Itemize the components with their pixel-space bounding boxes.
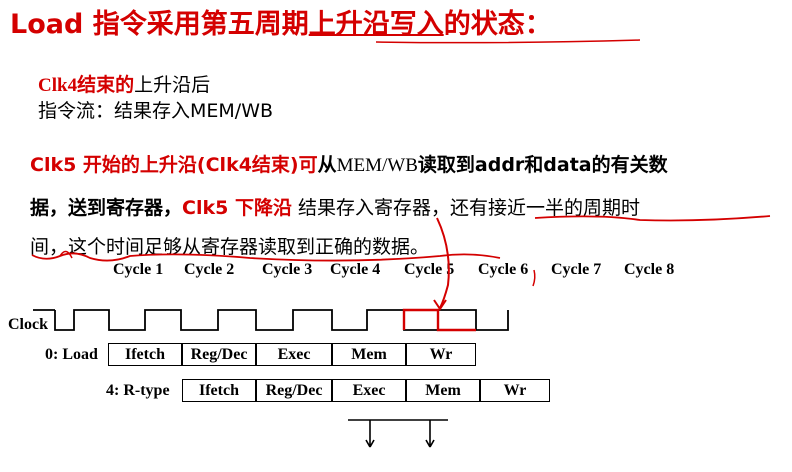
para-line-2-c: 还有接近一半的周期时 <box>450 197 641 219</box>
title-suffix: 的状态： <box>443 9 552 40</box>
hand-curl-mark <box>59 250 73 259</box>
hand-tick-mark <box>532 269 536 287</box>
para-line-1-c: 读取到addr和data的有关数 <box>417 154 668 176</box>
title-prefix: Load 指令采用第五周期 <box>10 9 309 40</box>
cycle-label-3: Cycle 3 <box>262 261 313 278</box>
row-label-load: 0: Load <box>45 346 98 363</box>
rtype-stage-exec: Exec <box>332 379 406 402</box>
para-line-1-b: MEM/WB <box>336 155 418 176</box>
para-line-1: Clk5 开始的上升沿(Clk4结束)可从MEM/WB读取到addr和data的… <box>30 150 668 177</box>
cycle-label-4: Cycle 4 <box>330 261 381 278</box>
hand-underline-line3 <box>31 252 501 262</box>
rtype-stage-regdec: Reg/Dec <box>256 379 332 402</box>
para-line-1-red: Clk5 开始的上升沿(Clk4结束)可 <box>30 154 318 176</box>
intro-line-1-red: Clk4结束的 <box>38 75 135 96</box>
cycle-label-1: Cycle 1 <box>113 261 164 278</box>
intro-line-1-rest: 上升沿后 <box>134 74 211 96</box>
slide-title: Load 指令采用第五周期上升沿写入的状态： <box>10 2 552 41</box>
intro-line-2: 指令流：结果存入MEM/WB <box>38 100 274 122</box>
row-label-rtype: 4: R-type <box>106 382 170 399</box>
para-line-2: 据，送到寄存器，Clk5 下降沿 结果存入寄存器，还有接近一半的周期时 <box>30 193 640 220</box>
hand-underline-title <box>375 39 641 44</box>
title-underlined: 上升沿写入 <box>308 9 444 40</box>
para-line-2-a: 据，送到寄存器， <box>30 197 183 219</box>
load-stage-ifetch: Ifetch <box>108 343 182 366</box>
cycle-label-8: Cycle 8 <box>624 261 675 278</box>
cycle-label-2: Cycle 2 <box>184 261 235 278</box>
clock-highlight <box>402 308 476 332</box>
para-line-3: 间，这个时间足够从寄存器读取到正确的数据。 <box>30 236 430 258</box>
load-stage-mem: Mem <box>332 343 406 366</box>
rtype-stage-wr: Wr <box>480 379 550 402</box>
cycle-label-7: Cycle 7 <box>551 261 602 278</box>
para-line-1-a: 从 <box>317 154 337 176</box>
hand-arrow-head <box>433 299 447 311</box>
load-stage-exec: Exec <box>256 343 332 366</box>
load-stage-regdec: Reg/Dec <box>182 343 256 366</box>
rtype-stage-mem: Mem <box>406 379 480 402</box>
para-line-2-red: Clk5 下降沿 <box>182 197 292 219</box>
load-stage-wr: Wr <box>406 343 476 366</box>
clock-waveform <box>33 309 509 331</box>
clock-label: Clock <box>8 316 48 333</box>
cycle-label-5: Cycle 5 <box>404 261 455 278</box>
timing-marker <box>348 419 448 448</box>
hand-arrow <box>436 217 450 309</box>
hand-underline-line2 <box>534 215 771 222</box>
rtype-stage-ifetch: Ifetch <box>182 379 256 402</box>
para-line-2-b: 结果存入寄存器， <box>291 197 450 219</box>
cycle-label-6: Cycle 6 <box>478 261 529 278</box>
intro-line-1: Clk4结束的上升沿后 <box>38 70 210 97</box>
